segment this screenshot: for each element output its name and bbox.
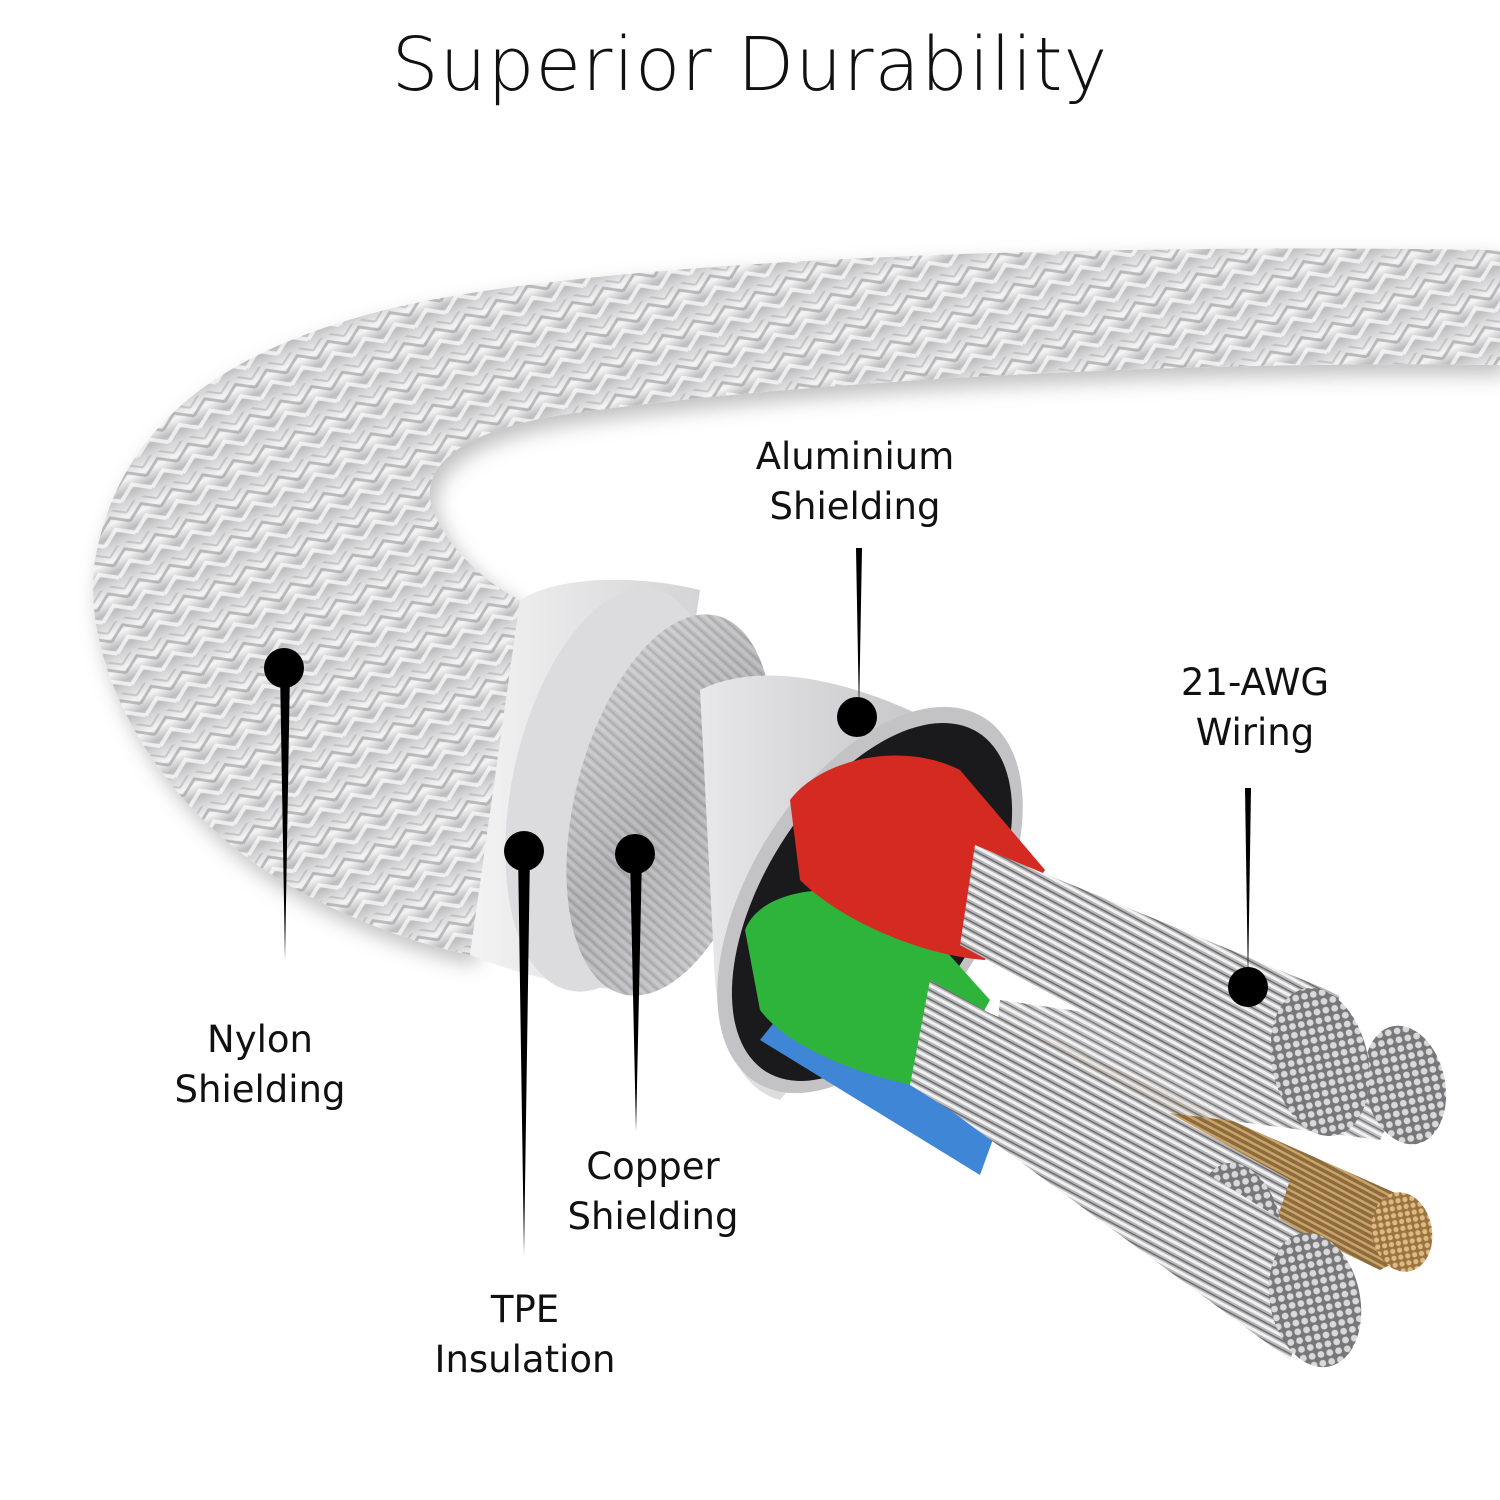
copper-marker	[615, 834, 655, 1132]
page-title: Superior Durability	[391, 22, 1109, 108]
callout-21awg-wiring: 21-AWG Wiring	[1150, 658, 1360, 758]
callout-nylon-shielding: Nylon Shielding	[160, 1015, 360, 1115]
callout-line1: 21-AWG	[1180, 661, 1330, 704]
callout-copper-shielding: Copper Shielding	[548, 1142, 758, 1242]
tpe-marker	[504, 831, 544, 1255]
callout-tpe-insulation: TPE Insulation	[420, 1285, 630, 1385]
callout-line1: TPE	[490, 1288, 560, 1331]
nylon-braid	[92, 248, 1500, 955]
callout-line1: Nylon	[207, 1018, 313, 1061]
inner-wires	[745, 755, 1447, 1368]
callout-line2: Shielding	[174, 1068, 346, 1111]
callout-aluminium-shielding: Aluminium Shielding	[735, 432, 975, 532]
callout-line2: Shielding	[769, 485, 941, 528]
callout-markers	[264, 548, 1268, 1255]
awg-marker	[1228, 788, 1268, 1007]
nylon-marker	[264, 648, 304, 960]
aluminium-marker	[837, 548, 877, 737]
callout-line1: Copper	[586, 1145, 720, 1188]
callout-line1: Aluminium	[755, 435, 955, 478]
callout-line2: Wiring	[1195, 711, 1315, 754]
callout-line2: Shielding	[567, 1195, 739, 1238]
callout-line2: Insulation	[434, 1338, 616, 1381]
